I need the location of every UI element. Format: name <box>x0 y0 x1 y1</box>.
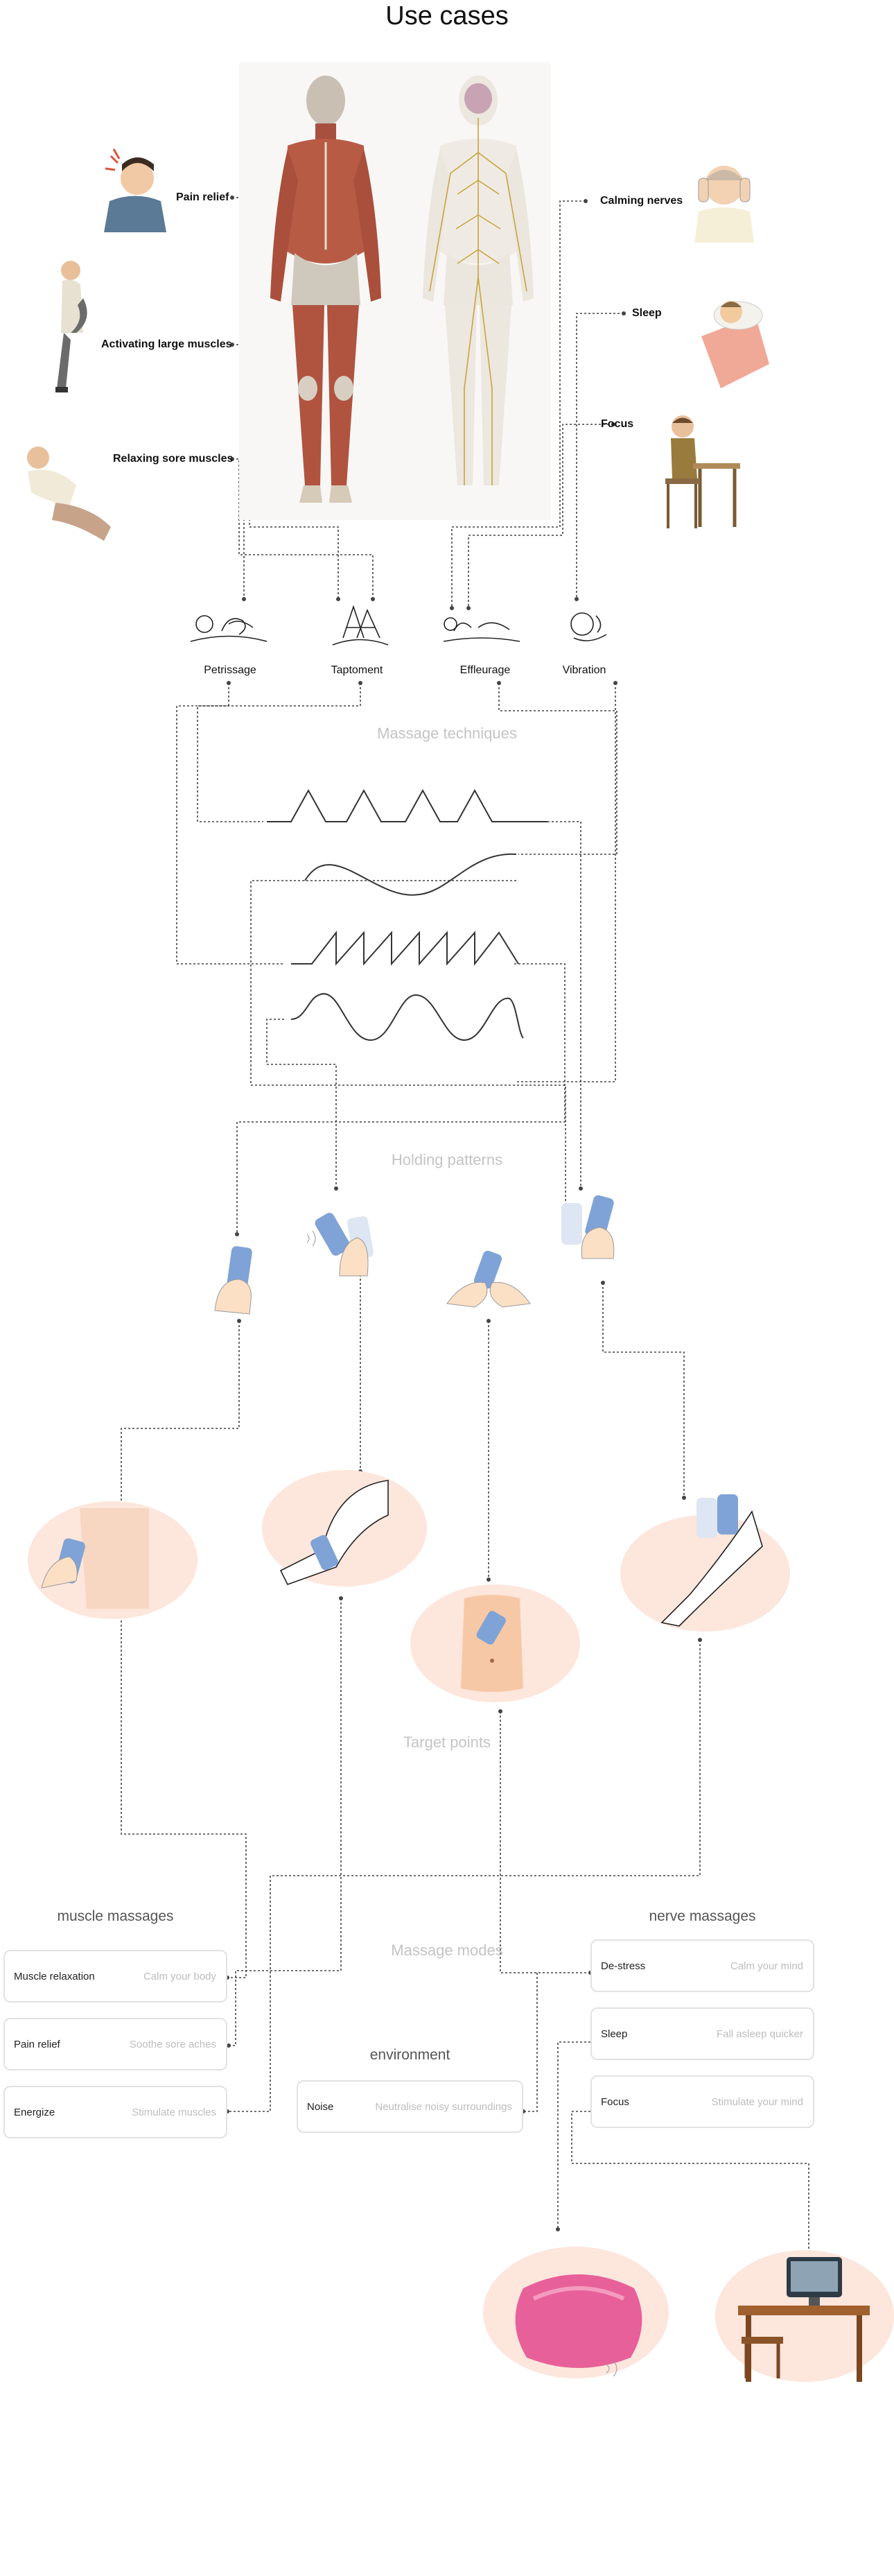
calming-nerves-person-icon <box>686 149 762 243</box>
nerve-massages-title: nerve massages <box>590 1908 814 1925</box>
use-case-relaxing-sore-muscles: Relaxing sore muscles <box>113 453 233 465</box>
computer-desk-icon <box>731 2254 877 2385</box>
wave-sine <box>291 994 523 1040</box>
effleurage-sketch-icon <box>440 603 523 652</box>
mode-description: Neutralise noisy surroundings <box>375 2101 512 2113</box>
hand-shake-hold-icon <box>301 1200 398 1283</box>
mode-name: Sleep <box>601 2028 627 2040</box>
sore-muscle-person-icon <box>14 437 111 548</box>
studying-person-icon <box>651 409 742 530</box>
mode-description: Calm your body <box>143 1971 216 1982</box>
use-case-pain-relief: Pain relief <box>176 191 229 204</box>
mode-description: Stimulate your mind <box>711 2096 803 2108</box>
mode-pain-relief[interactable]: Pain relief Soothe sore aches <box>3 2018 227 2071</box>
section-target-points: Target points <box>0 1734 894 1752</box>
two-hand-hold-icon <box>444 1248 534 1314</box>
thigh-target-icon <box>648 1491 766 1630</box>
mode-name: Pain relief <box>14 2039 60 2050</box>
mode-energize[interactable]: Energize Stimulate muscles <box>3 2086 227 2138</box>
technique-effleurage: Effleurage <box>437 664 534 677</box>
mode-name: De-stress <box>601 1960 645 1972</box>
taptoment-sketch-icon <box>326 600 395 652</box>
use-case-sleep: Sleep <box>632 307 662 320</box>
hand-squeeze-hold-icon <box>208 1241 277 1317</box>
wave-single-dip <box>305 854 516 895</box>
use-case-focus: Focus <box>601 418 633 431</box>
calf-target-icon <box>274 1467 392 1588</box>
neck-pain-person-icon <box>97 142 173 232</box>
muscle-anatomy-figure <box>256 69 395 513</box>
mode-noise[interactable]: Noise Neutralise noisy surroundings <box>297 2080 523 2133</box>
section-holding-patterns: Holding patterns <box>0 1151 894 1169</box>
mode-name: Energize <box>14 2107 55 2118</box>
environment-title: environment <box>297 2047 523 2064</box>
abdomen-target-icon <box>450 1591 534 1695</box>
use-case-calming-nerves: Calming nerves <box>600 195 683 207</box>
mode-name: Muscle relaxation <box>14 1971 95 1982</box>
technique-petrissage: Petrissage <box>182 664 279 677</box>
technique-taptoment: Taptoment <box>308 664 405 677</box>
mode-description: Stimulate muscles <box>132 2107 216 2118</box>
pillow-icon <box>502 2261 655 2378</box>
mode-de-stress[interactable]: De-stress Calm your mind <box>590 1939 814 1992</box>
mode-description: Fall asleep quicker <box>717 2028 803 2040</box>
section-massage-techniques: Massage techniques <box>0 725 894 743</box>
lower-back-target-icon <box>38 1505 163 1609</box>
mode-muscle-relaxation[interactable]: Muscle relaxation Calm your body <box>3 1950 227 2003</box>
petrissage-sketch-icon <box>187 603 270 652</box>
press-hold-icon <box>551 1193 631 1262</box>
mode-name: Noise <box>307 2101 333 2113</box>
wave-sawtooth <box>291 933 518 964</box>
muscle-massages-title: muscle massages <box>3 1908 227 1925</box>
mode-focus[interactable]: Focus Stimulate your mind <box>590 2075 814 2128</box>
vibration-sketch-icon <box>561 603 617 652</box>
wave-triangle-pulses <box>267 790 547 822</box>
use-case-activating-large-muscles: Activating large muscles <box>101 338 232 351</box>
technique-vibration: Vibration <box>536 664 633 677</box>
page-title: Use cases <box>0 1 894 31</box>
nervous-system-figure <box>409 69 547 513</box>
mode-description: Calm your mind <box>730 1960 803 1972</box>
mode-description: Soothe sore aches <box>130 2039 216 2050</box>
sleeping-person-icon <box>700 288 769 388</box>
leg-stretch-person-icon <box>28 257 97 409</box>
mode-sleep[interactable]: Sleep Fall asleep quicker <box>590 2007 814 2060</box>
mode-name: Focus <box>601 2096 629 2108</box>
